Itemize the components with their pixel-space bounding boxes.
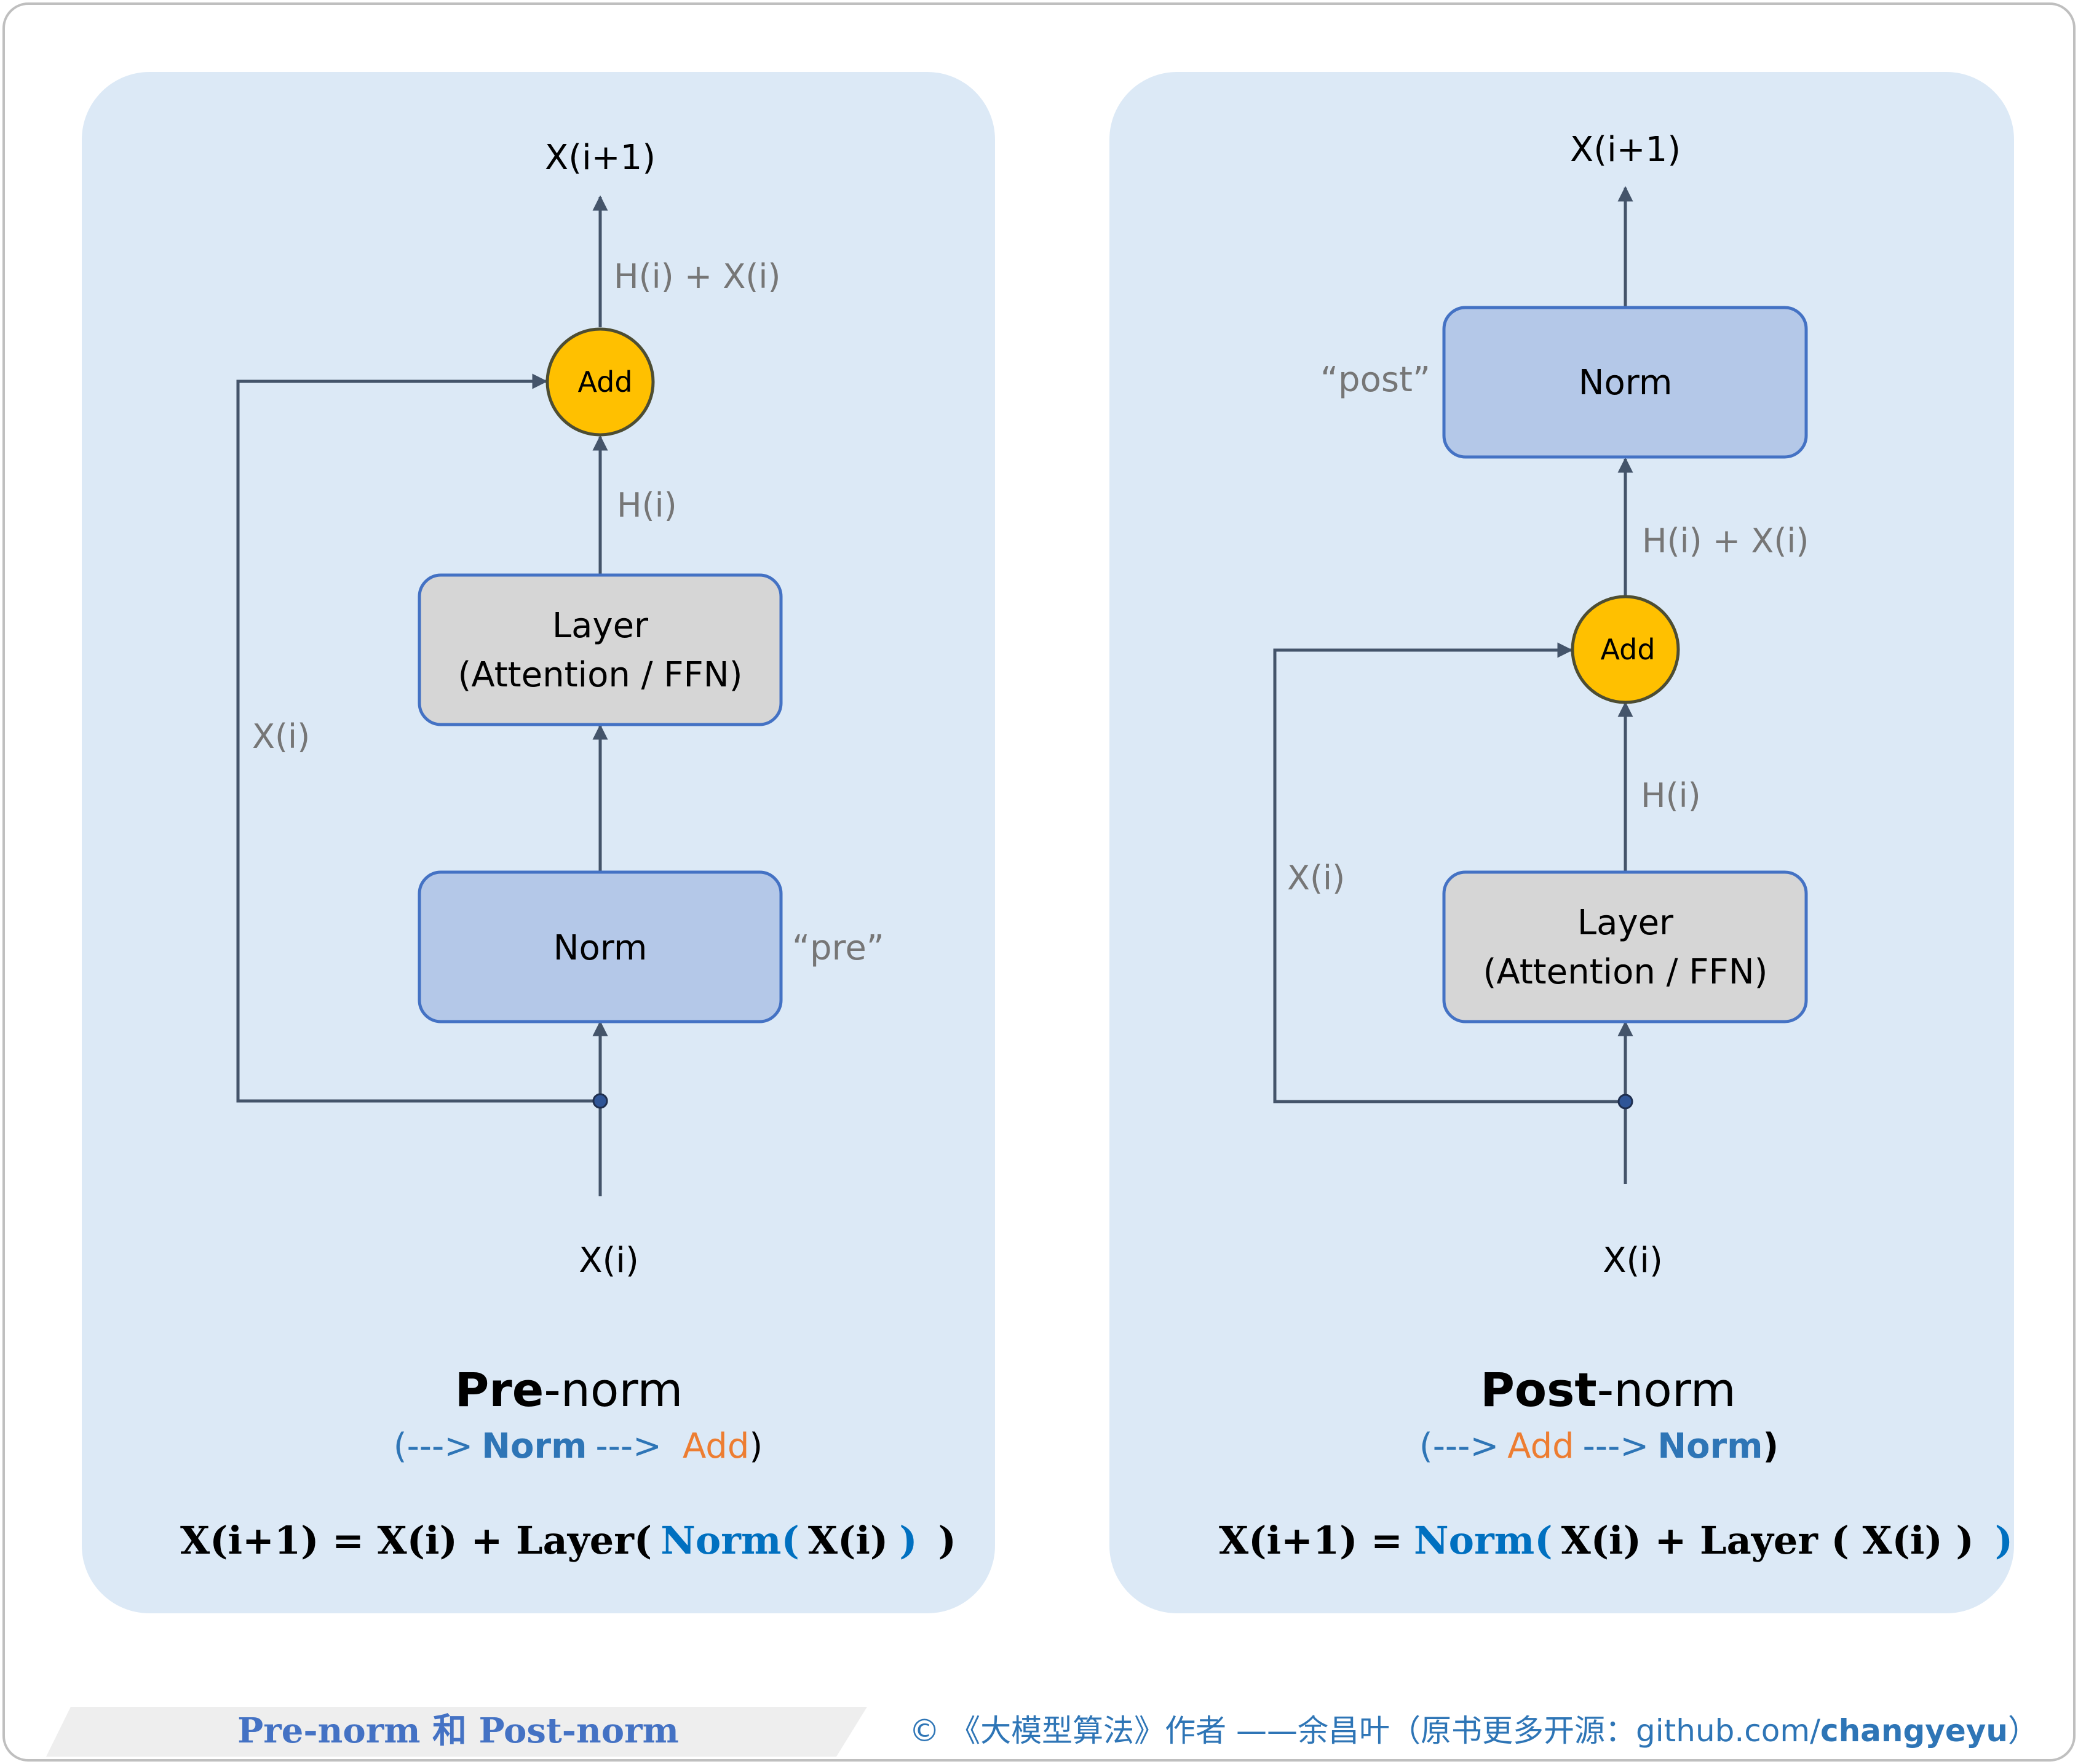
pre-quote-label: “pre” — [792, 928, 884, 968]
pre-order-add: Add — [683, 1426, 749, 1466]
pre-order-norm: Norm — [482, 1426, 587, 1466]
post-add-label: Add — [1600, 633, 1655, 666]
pre-formula-a: X(i+1) = X(i) + Layer( — [180, 1518, 652, 1563]
pre-order-line: (--->Norm---> Add) — [394, 1426, 763, 1466]
pre-branch-dot — [592, 1093, 608, 1109]
post-order-norm: Norm — [1657, 1426, 1763, 1466]
post-h-label: H(i) — [1641, 776, 1701, 815]
pre-norm-label: Norm — [553, 928, 648, 968]
post-norm-label: Norm — [1579, 363, 1673, 403]
post-quote-label: “post” — [1320, 360, 1430, 400]
post-input-label: X(i) — [1603, 1241, 1663, 1281]
pre-add-label: Add — [577, 365, 632, 399]
post-formula-a: X(i+1) = — [1219, 1518, 1403, 1563]
post-order-mid: ---> — [1583, 1426, 1649, 1466]
pre-sum-label: H(i) + X(i) — [614, 257, 780, 296]
footer-caption: Pre-norm 和 Post-norm — [237, 1710, 679, 1751]
post-norm-panel: Norm Add Layer (Attention / FFN) X(i+1) … — [1109, 72, 2014, 1613]
footer-credit-prefix: © 《大模型算法》作者 ——余昌叶（原书更多开源：github.com/ — [909, 1713, 1820, 1749]
post-title-rest: -norm — [1597, 1362, 1736, 1417]
pre-norm-panel: Add Layer (Attention / FFN) Norm X(i+1) … — [82, 72, 995, 1613]
pre-formula-d: ) — [899, 1518, 917, 1563]
post-skip-connection — [1273, 642, 1625, 1103]
pre-norm-box — [418, 870, 783, 1023]
pre-order-close: ) — [749, 1426, 763, 1466]
pre-skip-label: X(i) — [252, 717, 310, 756]
footer-credit-handle: changyeyu — [1820, 1713, 2008, 1749]
pre-formula: X(i+1) = X(i) + Layer(Norm(X(i))) — [180, 1518, 956, 1563]
post-order-line: (--->Add--->Norm) — [1419, 1426, 1779, 1466]
post-layer-label-line1: Layer — [1577, 903, 1674, 943]
pre-title-rest: -norm — [544, 1362, 683, 1417]
post-norm-box — [1442, 306, 1808, 459]
post-formula-b: Norm( — [1414, 1518, 1553, 1563]
pre-skip-connection — [236, 373, 600, 1103]
footer-credit: © 《大模型算法》作者 ——余昌叶（原书更多开源：github.com/chan… — [909, 1713, 2039, 1749]
pre-formula-e: ) — [938, 1518, 956, 1563]
pre-norm-panel-background — [82, 72, 995, 1613]
post-order-open: (---> — [1419, 1426, 1499, 1466]
post-layer-box — [1442, 870, 1808, 1023]
pre-add-node — [545, 327, 655, 437]
pre-title-bold: Pre — [455, 1362, 544, 1417]
post-branch-dot — [1617, 1094, 1633, 1110]
footer-caption-band — [46, 1707, 867, 1757]
post-title-bold: Post — [1480, 1362, 1596, 1417]
footer-credit-suffix: ） — [2008, 1713, 2039, 1749]
pre-output-label: X(i+1) — [545, 138, 656, 178]
pre-layer-label-line1: Layer — [552, 606, 649, 646]
post-add-node — [1571, 595, 1680, 704]
pre-layer-box — [418, 573, 783, 726]
pre-formula-c: X(i) — [808, 1518, 888, 1563]
post-formula-c: X(i) + Layer ( X(i) ) — [1561, 1518, 1974, 1563]
pre-formula-b: Norm( — [660, 1518, 799, 1563]
post-formula: X(i+1) =Norm(X(i) + Layer ( X(i) )) — [1219, 1518, 2013, 1563]
pre-layer-label-line2: (Attention / FFN) — [458, 655, 743, 695]
footer: Pre-norm 和 Post-norm © 《大模型算法》作者 ——余昌叶（原… — [46, 1707, 2039, 1757]
pre-input-label: X(i) — [579, 1241, 639, 1281]
pre-order-open: (---> — [394, 1426, 473, 1466]
post-order-close: ) — [1763, 1426, 1779, 1466]
post-sum-label: H(i) + X(i) — [1642, 522, 1809, 560]
pre-norm-title: Pre-norm — [455, 1362, 683, 1417]
pre-h-label: H(i) — [617, 486, 677, 525]
post-layer-label-line2: (Attention / FFN) — [1483, 952, 1768, 992]
post-norm-title: Post-norm — [1480, 1362, 1736, 1417]
post-output-label: X(i+1) — [1570, 130, 1681, 170]
post-formula-d: ) — [1995, 1518, 2013, 1563]
pre-order-mid: ---> — [595, 1426, 662, 1466]
post-order-add: Add — [1507, 1426, 1574, 1466]
post-skip-label: X(i) — [1287, 859, 1345, 897]
